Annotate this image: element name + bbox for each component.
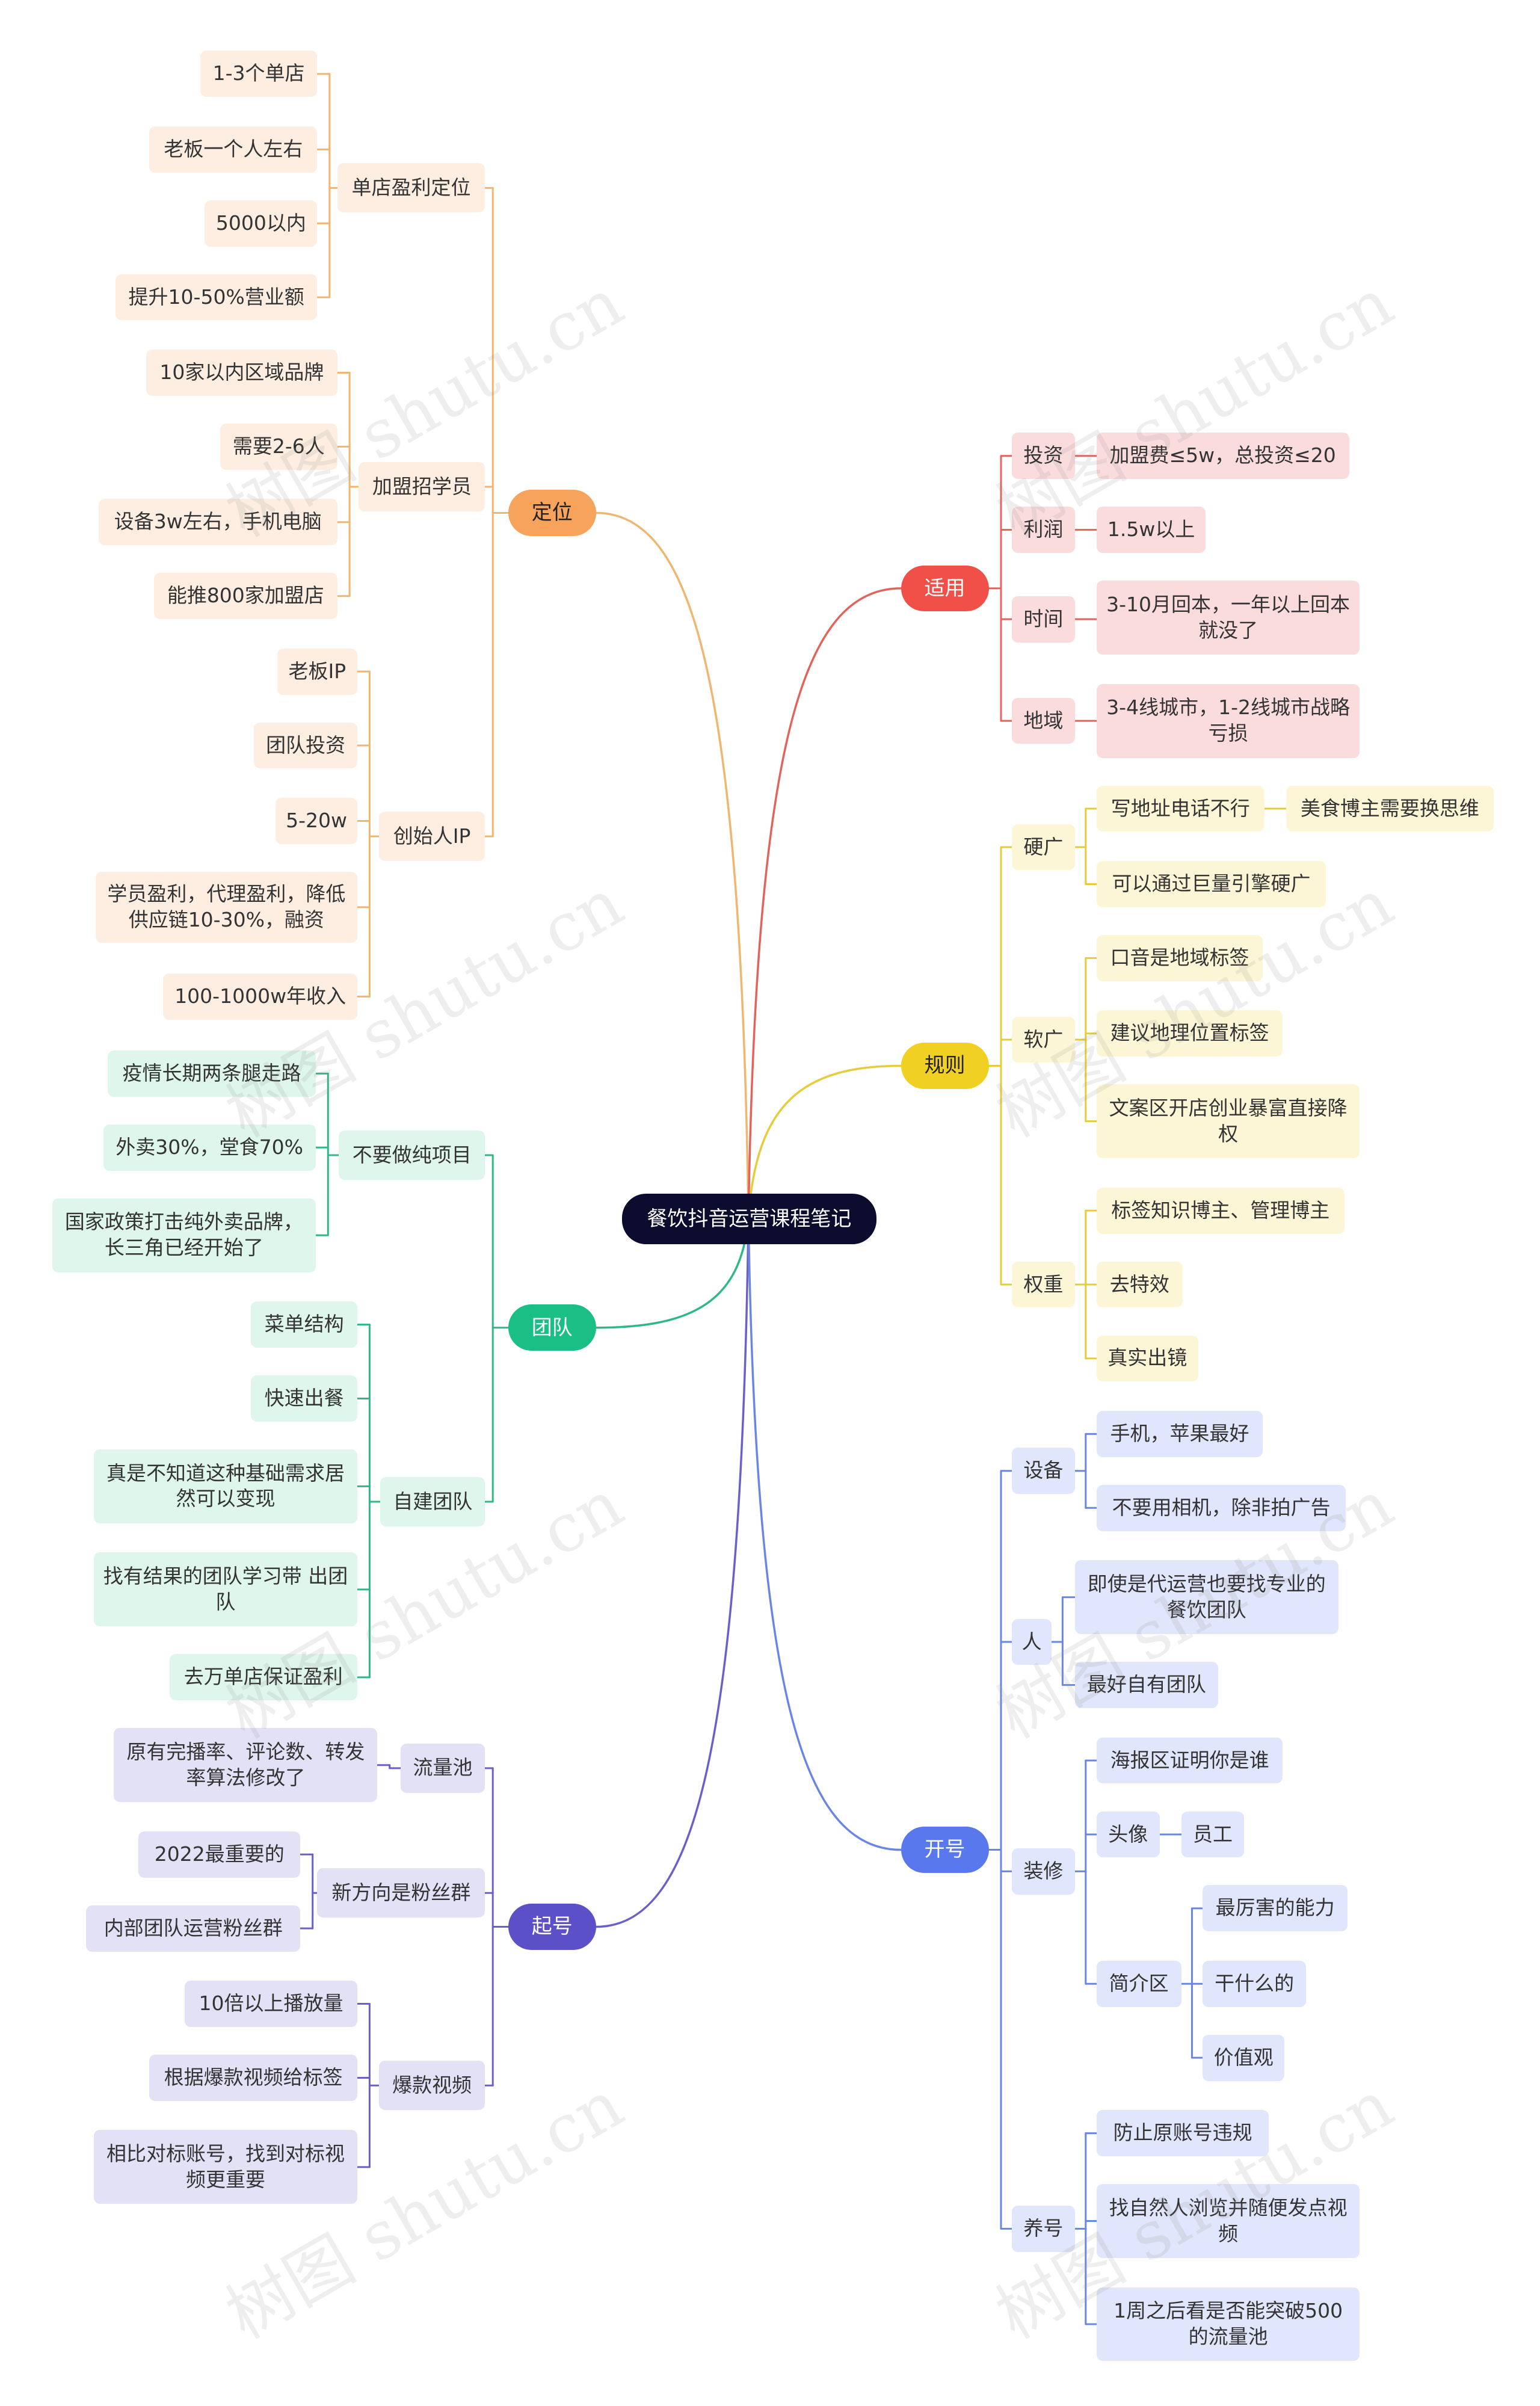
leaf-kaihao-yuangong[interactable]: 员工 xyxy=(1181,1811,1245,1858)
leaf-guize[interactable]: 建议地理位置标签 xyxy=(1096,1010,1283,1057)
leaf-guize[interactable]: 真实出镜 xyxy=(1096,1335,1198,1382)
link-dingwei xyxy=(594,511,750,1220)
leaf-kaihao[interactable]: 最好自有团队 xyxy=(1074,1662,1218,1709)
link-tuandui xyxy=(594,1217,750,1329)
leaf-shiyong[interactable]: 3-4线城市，1-2线城市战略亏损 xyxy=(1096,683,1360,758)
leaf-guize[interactable]: 可以通过巨量引擎硬广 xyxy=(1096,861,1326,907)
leaf-kaihao-jianjie[interactable]: 干什么的 xyxy=(1203,1960,1306,2007)
group-kaihao-3[interactable]: 养号 xyxy=(1011,2205,1075,2252)
group-2-dingwei[interactable]: 创始人IP xyxy=(378,812,485,862)
leaf-tuandui[interactable]: 去万单店保证盈利 xyxy=(169,1654,357,1701)
group-shiyong-3[interactable]: 地域 xyxy=(1011,697,1075,744)
leaf-kaihao[interactable]: 防止原账号违规 xyxy=(1096,2110,1269,2156)
leaf-guize[interactable]: 写地址电话不行 xyxy=(1096,785,1264,832)
leaf-dingwei[interactable]: 需要2-6人 xyxy=(220,424,337,470)
leaf-dingwei[interactable]: 10家以内区域品牌 xyxy=(146,350,337,396)
leaf-dingwei[interactable]: 1-3个单店 xyxy=(200,51,318,97)
leaf-tuandui[interactable]: 快速出餐 xyxy=(251,1375,357,1422)
leaf-tuandui[interactable]: 真是不知道这种基础需求居然可以变现 xyxy=(94,1449,357,1523)
branch-guize[interactable]: 规则 xyxy=(901,1043,989,1089)
leaf-guize-extra[interactable]: 美食博主需要换思维 xyxy=(1286,785,1494,832)
branch-shiyong[interactable]: 适用 xyxy=(901,565,989,612)
leaf-qihao[interactable]: 相比对标账号，找到对标视频更重要 xyxy=(94,2130,357,2204)
group-qihao-0[interactable]: 流量池 xyxy=(400,1743,485,1793)
leaf-guize[interactable]: 文案区开店创业暴富直接降权 xyxy=(1096,1084,1360,1159)
group-guize-0[interactable]: 硬广 xyxy=(1011,824,1075,871)
branch-dingwei[interactable]: 定位 xyxy=(508,490,596,536)
group-qihao-1[interactable]: 新方向是粉丝群 xyxy=(317,1868,485,1918)
leaf-shiyong[interactable]: 加盟费≤5w，总投资≤20 xyxy=(1096,433,1349,480)
leaf-dingwei[interactable]: 提升10-50%营业额 xyxy=(116,274,318,321)
group-guize-1[interactable]: 软广 xyxy=(1011,1016,1075,1063)
group-guize-2[interactable]: 权重 xyxy=(1011,1261,1075,1308)
link-qihao xyxy=(594,1217,750,1928)
leaf-guize[interactable]: 去特效 xyxy=(1096,1261,1183,1308)
group-tuandui-1[interactable]: 自建团队 xyxy=(380,1477,485,1526)
leaf-dingwei[interactable]: 老板一个人左右 xyxy=(149,126,318,173)
leaf-qihao[interactable]: 原有完播率、评论数、转发率算法修改了 xyxy=(114,1728,378,1803)
leaf-qihao[interactable]: 2022最重要的 xyxy=(138,1831,301,1878)
leaf-dingwei[interactable]: 5-20w xyxy=(276,798,357,844)
leaf-kaihao-jianjie[interactable]: 最厉害的能力 xyxy=(1203,1885,1348,1932)
leaf-kaihao[interactable]: 即使是代运营也要找专业的餐饮团队 xyxy=(1074,1560,1338,1635)
group-kaihao-1[interactable]: 人 xyxy=(1011,1618,1052,1665)
leaf-dingwei[interactable]: 学员盈利，代理盈利，降低供应链10-30%，融资 xyxy=(95,871,357,943)
leaf-shiyong[interactable]: 1.5w以上 xyxy=(1096,507,1206,554)
leaf-kaihao[interactable]: 海报区证明你是谁 xyxy=(1096,1737,1283,1784)
group-shiyong-0[interactable]: 投资 xyxy=(1011,433,1075,480)
leaf-kaihao[interactable]: 找自然人浏览并随便发点视频 xyxy=(1096,2184,1360,2258)
group-kaihao-touxiang[interactable]: 头像 xyxy=(1096,1811,1160,1858)
leaf-kaihao-jianjie[interactable]: 价值观 xyxy=(1203,2034,1285,2081)
branch-qihao[interactable]: 起号 xyxy=(508,1904,596,1950)
leaf-dingwei[interactable]: 能推800家加盟店 xyxy=(154,573,337,620)
leaf-dingwei[interactable]: 设备3w左右，手机电脑 xyxy=(98,499,337,546)
leaf-dingwei[interactable]: 5000以内 xyxy=(205,200,318,247)
leaf-guize[interactable]: 标签知识博主、管理博主 xyxy=(1096,1187,1344,1234)
group-kaihao-2[interactable]: 装修 xyxy=(1011,1848,1075,1895)
group-shiyong-1[interactable]: 利润 xyxy=(1011,507,1075,554)
link-kaihao xyxy=(747,1217,902,1851)
group-0-dingwei[interactable]: 单店盈利定位 xyxy=(337,163,485,213)
leaf-tuandui[interactable]: 国家政策打击纯外卖品牌，长三角已经开始了 xyxy=(52,1198,316,1272)
group-qihao-2[interactable]: 爆款视频 xyxy=(378,2061,485,2111)
leaf-kaihao[interactable]: 不要用相机，除非拍广告 xyxy=(1096,1484,1346,1531)
leaf-tuandui[interactable]: 找有结果的团队学习带 出团队 xyxy=(94,1552,357,1627)
leaf-shiyong[interactable]: 3-10月回本，一年以上回本就没了 xyxy=(1096,581,1360,655)
leaf-tuandui[interactable]: 菜单结构 xyxy=(251,1301,357,1348)
group-tuandui-0[interactable]: 不要做纯项目 xyxy=(339,1131,485,1180)
branch-tuandui[interactable]: 团队 xyxy=(508,1304,596,1351)
group-kaihao-0[interactable]: 设备 xyxy=(1011,1448,1075,1494)
leaf-dingwei[interactable]: 老板IP xyxy=(277,648,357,695)
leaf-tuandui[interactable]: 外卖30%，堂食70% xyxy=(103,1124,316,1171)
leaf-qihao[interactable]: 10倍以上播放量 xyxy=(185,1981,357,2027)
group-1-dingwei[interactable]: 加盟招学员 xyxy=(359,462,485,511)
leaf-kaihao[interactable]: 1周之后看是否能突破500的流量池 xyxy=(1096,2287,1360,2361)
group-kaihao-jianjie[interactable]: 简介区 xyxy=(1096,1960,1181,2007)
leaf-guize[interactable]: 口音是地域标签 xyxy=(1096,934,1263,981)
link-shiyong xyxy=(747,587,902,1220)
root-topic[interactable]: 餐饮抖音运营课程笔记 xyxy=(622,1194,876,1245)
group-shiyong-2[interactable]: 时间 xyxy=(1011,596,1075,643)
leaf-qihao[interactable]: 根据爆款视频给标签 xyxy=(149,2055,357,2101)
leaf-kaihao[interactable]: 手机，苹果最好 xyxy=(1096,1410,1263,1457)
branch-kaihao[interactable]: 开号 xyxy=(901,1827,989,1873)
link-guize xyxy=(747,1064,902,1220)
leaf-dingwei[interactable]: 100-1000w年收入 xyxy=(163,973,357,1020)
leaf-tuandui[interactable]: 疫情长期两条腿走路 xyxy=(108,1050,316,1097)
leaf-qihao[interactable]: 内部团队运营粉丝群 xyxy=(86,1905,301,1952)
leaf-dingwei[interactable]: 团队投资 xyxy=(254,722,357,769)
